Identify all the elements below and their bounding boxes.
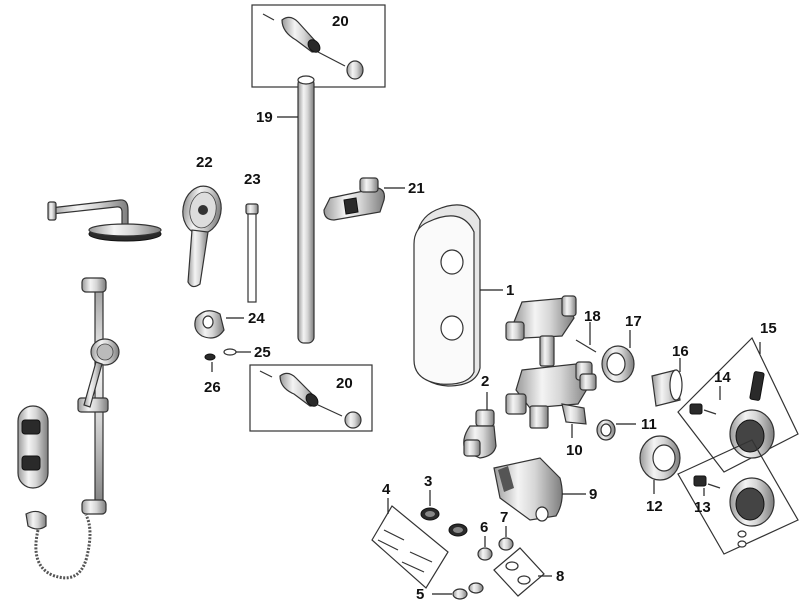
label-5: 5 bbox=[416, 586, 424, 600]
label-16: 16 bbox=[672, 343, 689, 360]
part-13-diverter-handle: 13 bbox=[677, 439, 799, 555]
label-4: 4 bbox=[382, 481, 391, 498]
label-3: 3 bbox=[424, 473, 432, 490]
label-25: 25 bbox=[254, 344, 271, 361]
part-3-seals: 3 bbox=[420, 473, 468, 537]
part-4-fixing-screws: 4 bbox=[371, 481, 449, 589]
part-24-wall-outlet: 24 bbox=[194, 310, 265, 339]
label-7: 7 bbox=[500, 509, 508, 526]
part-25-washer: 25 bbox=[223, 344, 271, 361]
label-21: 21 bbox=[408, 180, 425, 197]
part-14-grub-screw: 14 bbox=[689, 369, 731, 415]
label-26: 26 bbox=[204, 379, 221, 396]
label-9: 9 bbox=[589, 486, 597, 503]
label-11: 11 bbox=[641, 416, 657, 433]
part-7-cap: 7 bbox=[498, 509, 514, 551]
label-14: 14 bbox=[714, 369, 731, 386]
label-6: 6 bbox=[480, 519, 488, 536]
label-23: 23 bbox=[244, 171, 261, 188]
label-12: 12 bbox=[646, 498, 663, 515]
label-15: 15 bbox=[760, 320, 777, 337]
label-20-top: 20 bbox=[332, 13, 349, 30]
part-2-elbow: 2 bbox=[463, 373, 497, 459]
label-10: 10 bbox=[566, 442, 583, 459]
part-16-spacer: 16 bbox=[651, 343, 689, 407]
part-11-ring: 11 bbox=[596, 416, 657, 441]
part-21-slider-holder: 21 bbox=[323, 177, 425, 221]
part-8-filters: 8 bbox=[493, 547, 564, 597]
assembled-shower-overview bbox=[17, 199, 162, 580]
part-15-control-handle: 15 bbox=[677, 320, 799, 473]
part-valve-body: 18 10 bbox=[505, 295, 601, 459]
label-22: 22 bbox=[196, 154, 213, 171]
label-24: 24 bbox=[248, 310, 265, 327]
label-8: 8 bbox=[556, 568, 564, 585]
part-9-thermostatic-outlet: 9 bbox=[493, 457, 597, 522]
label-19: 19 bbox=[256, 109, 273, 126]
label-13: 13 bbox=[694, 499, 711, 516]
part-23-hose: 23 bbox=[244, 171, 261, 303]
part-20-wall-bracket-top: 20 bbox=[251, 4, 386, 88]
part-20-wall-bracket-bottom: 20 bbox=[249, 364, 373, 432]
part-1-faceplate: 1 bbox=[413, 204, 514, 387]
part-22-hand-shower: 22 bbox=[182, 154, 222, 288]
label-17: 17 bbox=[625, 313, 642, 330]
part-6-cap: 6 bbox=[477, 519, 493, 561]
label-20-bottom: 20 bbox=[336, 375, 353, 392]
part-19-slide-rail: 19 bbox=[256, 75, 315, 344]
label-2: 2 bbox=[481, 373, 489, 390]
part-26-seal: 26 bbox=[204, 353, 221, 396]
part-17-sleeve: 17 bbox=[601, 313, 642, 383]
label-18: 18 bbox=[584, 308, 601, 325]
part-12-sleeve: 12 bbox=[639, 435, 681, 515]
part-5-fittings: 5 bbox=[416, 582, 484, 600]
label-1: 1 bbox=[506, 282, 514, 299]
